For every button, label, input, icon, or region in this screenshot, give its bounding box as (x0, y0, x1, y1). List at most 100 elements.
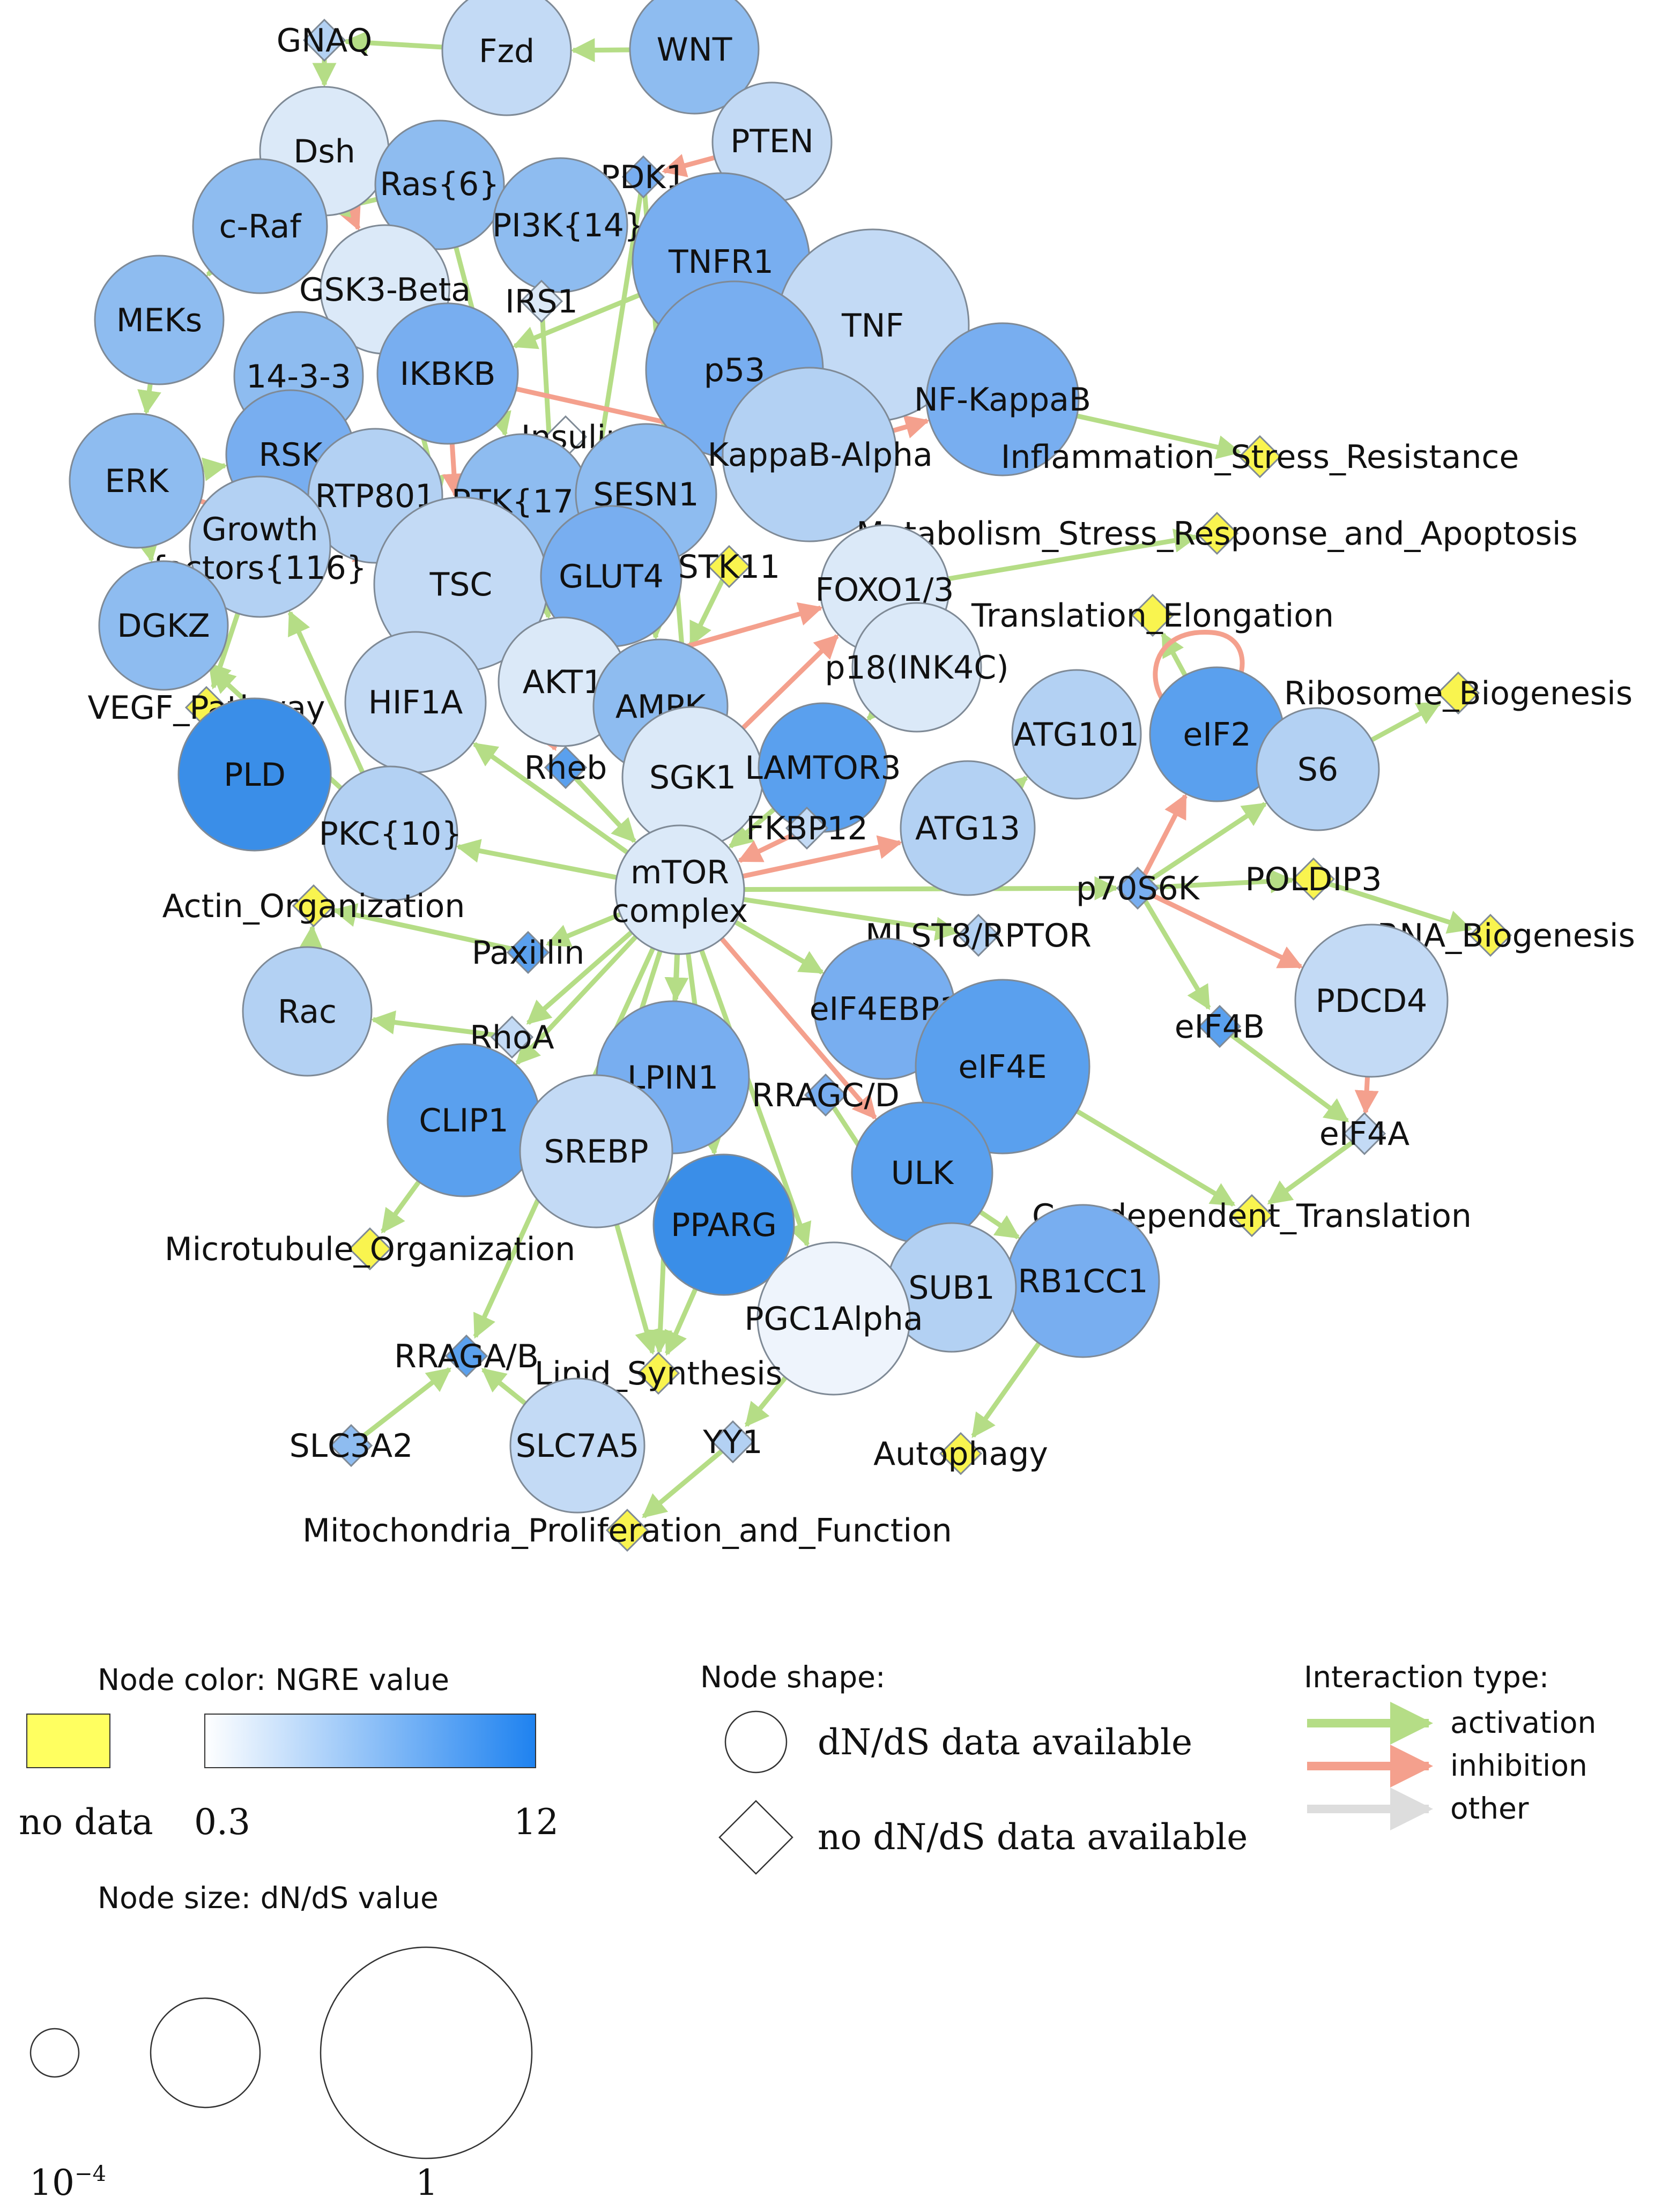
edge-nfkb-to-inflammation (1047, 407, 1242, 459)
node-eif4e: eIF4E (915, 979, 1090, 1155)
node-slc3a2: SLC3A2 (290, 1424, 413, 1468)
node-diamond (605, 1508, 649, 1552)
node-hif1a: HIF1A (344, 631, 487, 773)
node-label: Microtubule_Organization (165, 1231, 575, 1268)
node-pi3k-14: PI3K{14} (492, 157, 644, 293)
node-label: SUB1 (908, 1269, 995, 1307)
edge-pkc-to-growth (287, 610, 376, 798)
edge-poldip3-to-mrnabio (1324, 880, 1473, 934)
node-diamond (785, 806, 829, 850)
node-fzd: Fzd (441, 0, 572, 116)
edge-p70s6k-to-s6 (1146, 802, 1267, 884)
node-label: GLUT4 (559, 558, 664, 595)
node-circle (1011, 669, 1142, 800)
node-label: eIF2 (1183, 716, 1251, 754)
node-circle (177, 697, 332, 852)
edge-yy1-to-mito (642, 1447, 726, 1518)
edge-stk11-to-ampk (688, 576, 726, 647)
edge-mtor-to-clip1 (515, 916, 656, 1065)
edge-mtor-to-rhoa (526, 913, 652, 1025)
no-data-label: no data (19, 1801, 153, 1843)
node-label: Fzd (479, 33, 535, 70)
node-label: YY1 (702, 1424, 762, 1461)
node-label: CLIP1 (419, 1102, 508, 1139)
node-label: RRAGC/D (752, 1077, 900, 1114)
node-label: STK11 (678, 548, 780, 586)
node-diamond (329, 1424, 373, 1468)
node-label: MEKs (116, 302, 202, 339)
node-autophagy: Autophagy (873, 1432, 1048, 1476)
node-label: ULK (891, 1155, 954, 1192)
node-label: SGK1 (649, 759, 736, 796)
node-diamond (1238, 435, 1282, 479)
edge-p70s6k-to-eif4b (1141, 897, 1211, 1010)
node-label: SLC7A5 (516, 1427, 640, 1465)
node-diamond (621, 155, 665, 199)
node-circle (441, 0, 572, 116)
node-circle (69, 413, 205, 549)
node-pparg: PPARG (652, 1153, 795, 1296)
node-label: Dsh (293, 133, 355, 170)
legend: Node color: NGRE value no data 0.3 12 No… (19, 1660, 1596, 2203)
node-label: PDCD4 (1316, 982, 1428, 1020)
node-rb1cc1: RB1CC1 (1006, 1204, 1160, 1358)
inhibition-label: inhibition (1450, 1748, 1587, 1783)
node-sub1: SUB1 (886, 1222, 1017, 1353)
legend-shape-title: Node shape: (700, 1660, 886, 1694)
node-label: GSK3-Beta (299, 271, 471, 309)
node-wnt: WNT (629, 0, 760, 115)
node-label: Inflammation_Stress_Resistance (1001, 438, 1519, 476)
node-circle (1294, 923, 1449, 1078)
node-label: HIF1A (368, 684, 463, 721)
node-label: IKBKB (400, 355, 496, 393)
node-label: FOXO1/3 (815, 571, 954, 609)
node-label: S6 (1297, 751, 1338, 788)
node-circle (192, 158, 328, 294)
node-rheb: Rheb (524, 746, 607, 790)
node-glut4: GLUT4 (540, 505, 682, 647)
node-mitochondria-proliferation-and-function: Mitochondria_Proliferation_and_Function (302, 1508, 952, 1552)
node-diamond (1195, 511, 1239, 555)
node-diamond (1131, 593, 1175, 637)
node-diamond (1116, 866, 1160, 910)
edge-fkbp12-to-mtor (737, 831, 798, 863)
node-label: PKC{10} (319, 815, 462, 853)
node-circle (722, 367, 897, 542)
node-eif4a: eIF4A (1319, 1112, 1409, 1156)
node-paxillin: Paxillin (472, 930, 584, 974)
node-i-kappab-alpha: I-KappaB-Alpha (686, 367, 933, 542)
size-large-circle (320, 1946, 533, 2159)
node-label: NF-KappaB (914, 381, 1091, 419)
node-diamond (636, 1351, 680, 1395)
ngre-gradient-bar (204, 1714, 536, 1768)
node-label: Mitochondria_Proliferation_and_Function (302, 1512, 952, 1550)
shape-diamond-label: no dN/dS data available (818, 1816, 1248, 1858)
node-label: TNFR1 (668, 243, 774, 281)
node-nf-kappab: NF-KappaB (914, 322, 1091, 476)
node-diamond (1230, 1194, 1274, 1238)
node-pten: PTEN (711, 81, 833, 203)
node-dgkz: DGKZ (98, 560, 229, 691)
edge-mtor-to-p70s6k (718, 876, 1119, 900)
node-label: RTP801 (315, 478, 436, 515)
node-pgc1alpha: PGC1Alpha (744, 1241, 923, 1396)
node-label: TSC (429, 566, 493, 604)
node-circle (915, 979, 1090, 1155)
node-diamond (1198, 1004, 1242, 1048)
node-circle (374, 120, 505, 250)
node-gnaq: GNAQ (277, 18, 372, 62)
edge-mtor-to-atg13 (717, 835, 903, 884)
node-circle (94, 255, 225, 385)
node-label: ATG101 (1014, 716, 1139, 754)
node-diamond (707, 545, 751, 589)
node-irs1: IRS1 (505, 279, 578, 323)
edge-paxillin-to-actinorg (332, 903, 517, 952)
node-atg101: ATG101 (1011, 669, 1142, 800)
node-diamond (444, 1334, 488, 1378)
node-diamond (348, 1227, 392, 1271)
shape-circle-icon (724, 1710, 788, 1774)
edge-p70s6k-to-poldip3 (1149, 869, 1295, 893)
